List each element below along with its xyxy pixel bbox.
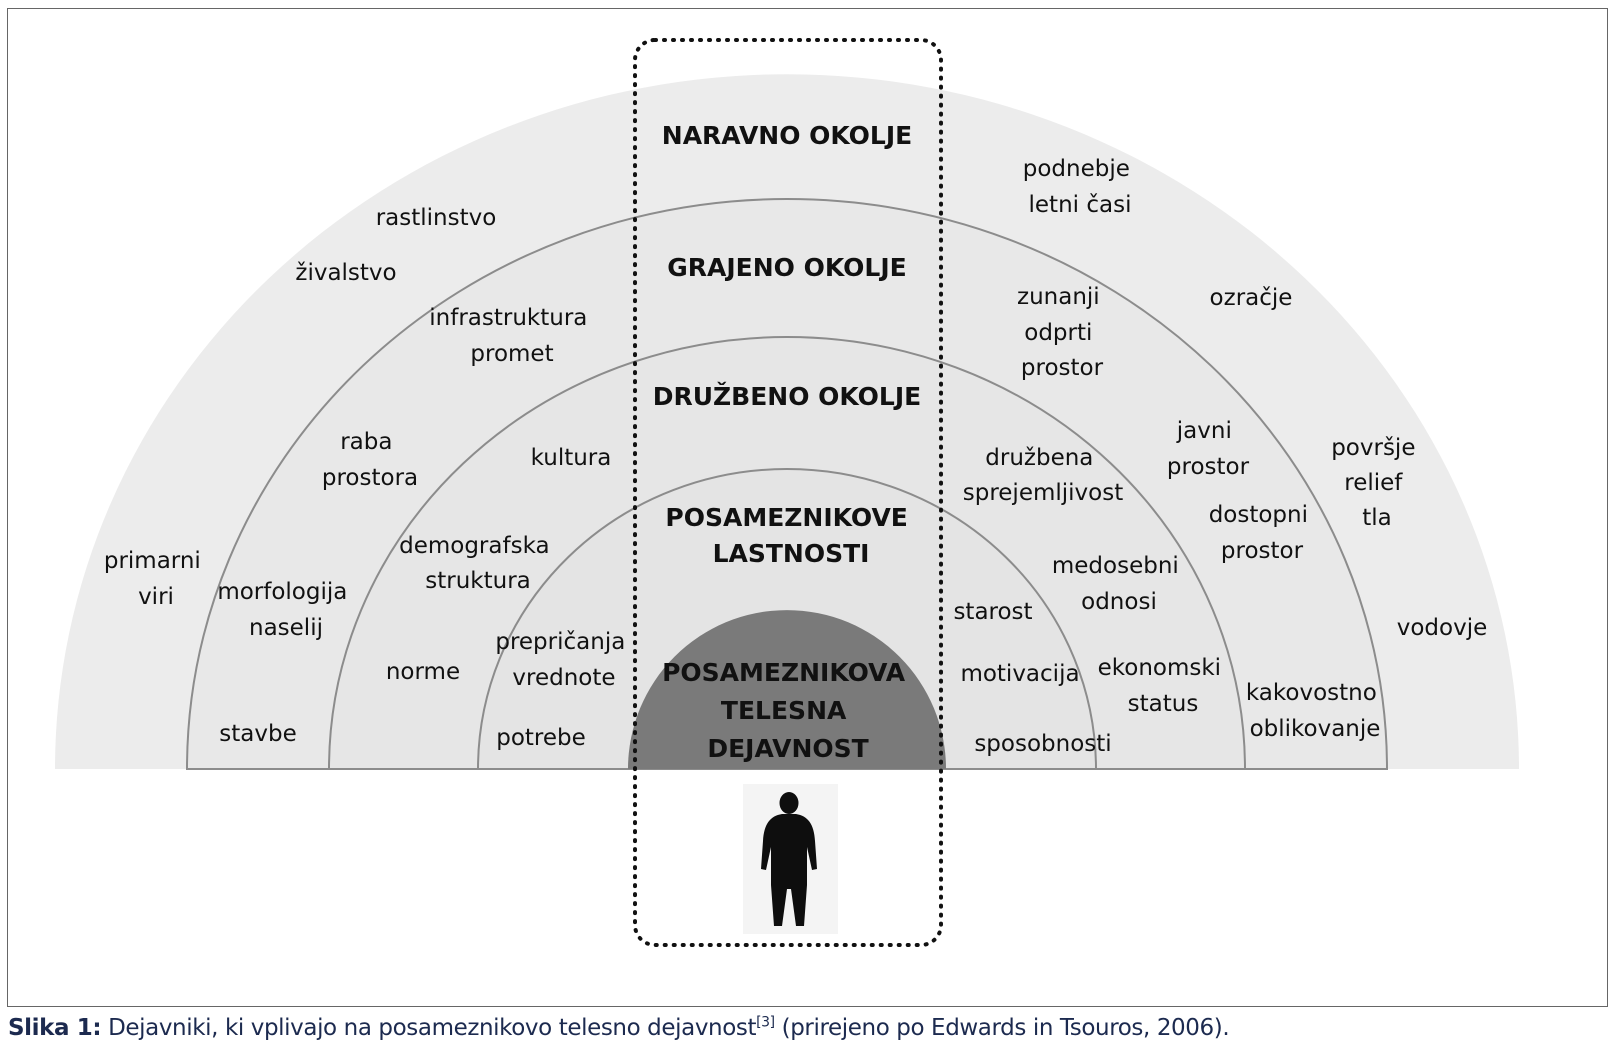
factor-morfologija-naselij: morfologija naselij <box>217 579 354 641</box>
factor-druzbena-sprejemljivost: družbena sprejemljivost <box>963 445 1123 506</box>
factors-diagram: NARAVNO OKOLJE GRAJENO OKOLJE DRUŽBENO O… <box>55 38 1519 947</box>
factor-podnebje: podnebje letni časi <box>1023 156 1137 218</box>
factor-starost: starost <box>953 599 1032 625</box>
factor-povrsje: površje relief tla <box>1331 435 1423 531</box>
dotted-focus-frame <box>633 38 943 947</box>
figure-caption: Slika 1: Dejavniki, ki vplivajo na posam… <box>8 1014 1230 1041</box>
factor-kultura: kultura <box>531 445 612 471</box>
ring-label-grajeno-okolje: GRAJENO OKOLJE <box>667 253 906 282</box>
caption-label: Slika 1: <box>8 1015 102 1041</box>
caption-text: Dejavniki, ki vplivajo na posameznikovo … <box>108 1015 757 1041</box>
center-label-telesna-dejavnost: POSAMEZNIKOVA TELESNA DEJAVNOST <box>662 658 914 763</box>
factor-rastlinstvo: rastlinstvo <box>376 205 497 231</box>
center-disk-telesna-dejavnost <box>628 610 946 769</box>
factor-vodovje: vodovje <box>1397 615 1488 641</box>
factor-primarni-viri: primarni viri <box>104 548 208 610</box>
factor-kakovostno-oblikovanje: kakovostno oblikovanje <box>1246 680 1384 742</box>
ring-label-naravno-okolje: NARAVNO OKOLJE <box>662 121 912 150</box>
factor-zunanji-odprti-prostor: zunanji odprti prostor <box>1017 284 1107 381</box>
person-silhouette-icon <box>743 784 838 934</box>
center-label-line: TELESNA <box>721 696 847 725</box>
factor-stavbe: stavbe <box>219 721 296 747</box>
center-label-line: POSAMEZNIKOVA <box>662 658 906 687</box>
figure-frame: NARAVNO OKOLJE GRAJENO OKOLJE DRUŽBENO O… <box>7 8 1608 1007</box>
ring-label-druzbeno-okolje: DRUŽBENO OKOLJE <box>653 382 922 411</box>
factor-preprican-vrednote: prepričanja vrednote <box>495 629 632 691</box>
ring-label-line: POSAMEZNIKOVE <box>665 503 908 532</box>
factor-ekonomski-status: ekonomski status <box>1098 655 1229 717</box>
factor-ozracje: ozračje <box>1210 285 1293 311</box>
center-label-line: DEJAVNOST <box>707 734 868 763</box>
ring-label-posameznikove-lastnosti: POSAMEZNIKOVE LASTNOSTI <box>665 503 916 568</box>
factor-medosebni-odnosi: medosebni odnosi <box>1052 553 1186 615</box>
caption-reference: [3] <box>756 1014 775 1031</box>
factor-sposobnosti: sposobnosti <box>974 731 1111 757</box>
factor-demografska-struktura: demografska struktura <box>399 533 557 594</box>
factor-javni-prostor: javni prostor <box>1167 418 1250 480</box>
caption-source: (prirejeno po Edwards in Tsouros, 2006). <box>781 1015 1230 1041</box>
factor-norme: norme <box>386 659 460 685</box>
factor-motivacija: motivacija <box>960 661 1079 687</box>
ring-label-line: LASTNOSTI <box>713 539 870 568</box>
factor-raba-prostora: raba prostora <box>322 429 418 491</box>
factor-dostopni-prostor: dostopni prostor <box>1209 502 1316 564</box>
factor-infrastruktura-promet: infrastruktura promet <box>429 305 594 367</box>
factor-zivalstvo: živalstvo <box>295 260 396 286</box>
factor-potrebe: potrebe <box>496 725 586 751</box>
